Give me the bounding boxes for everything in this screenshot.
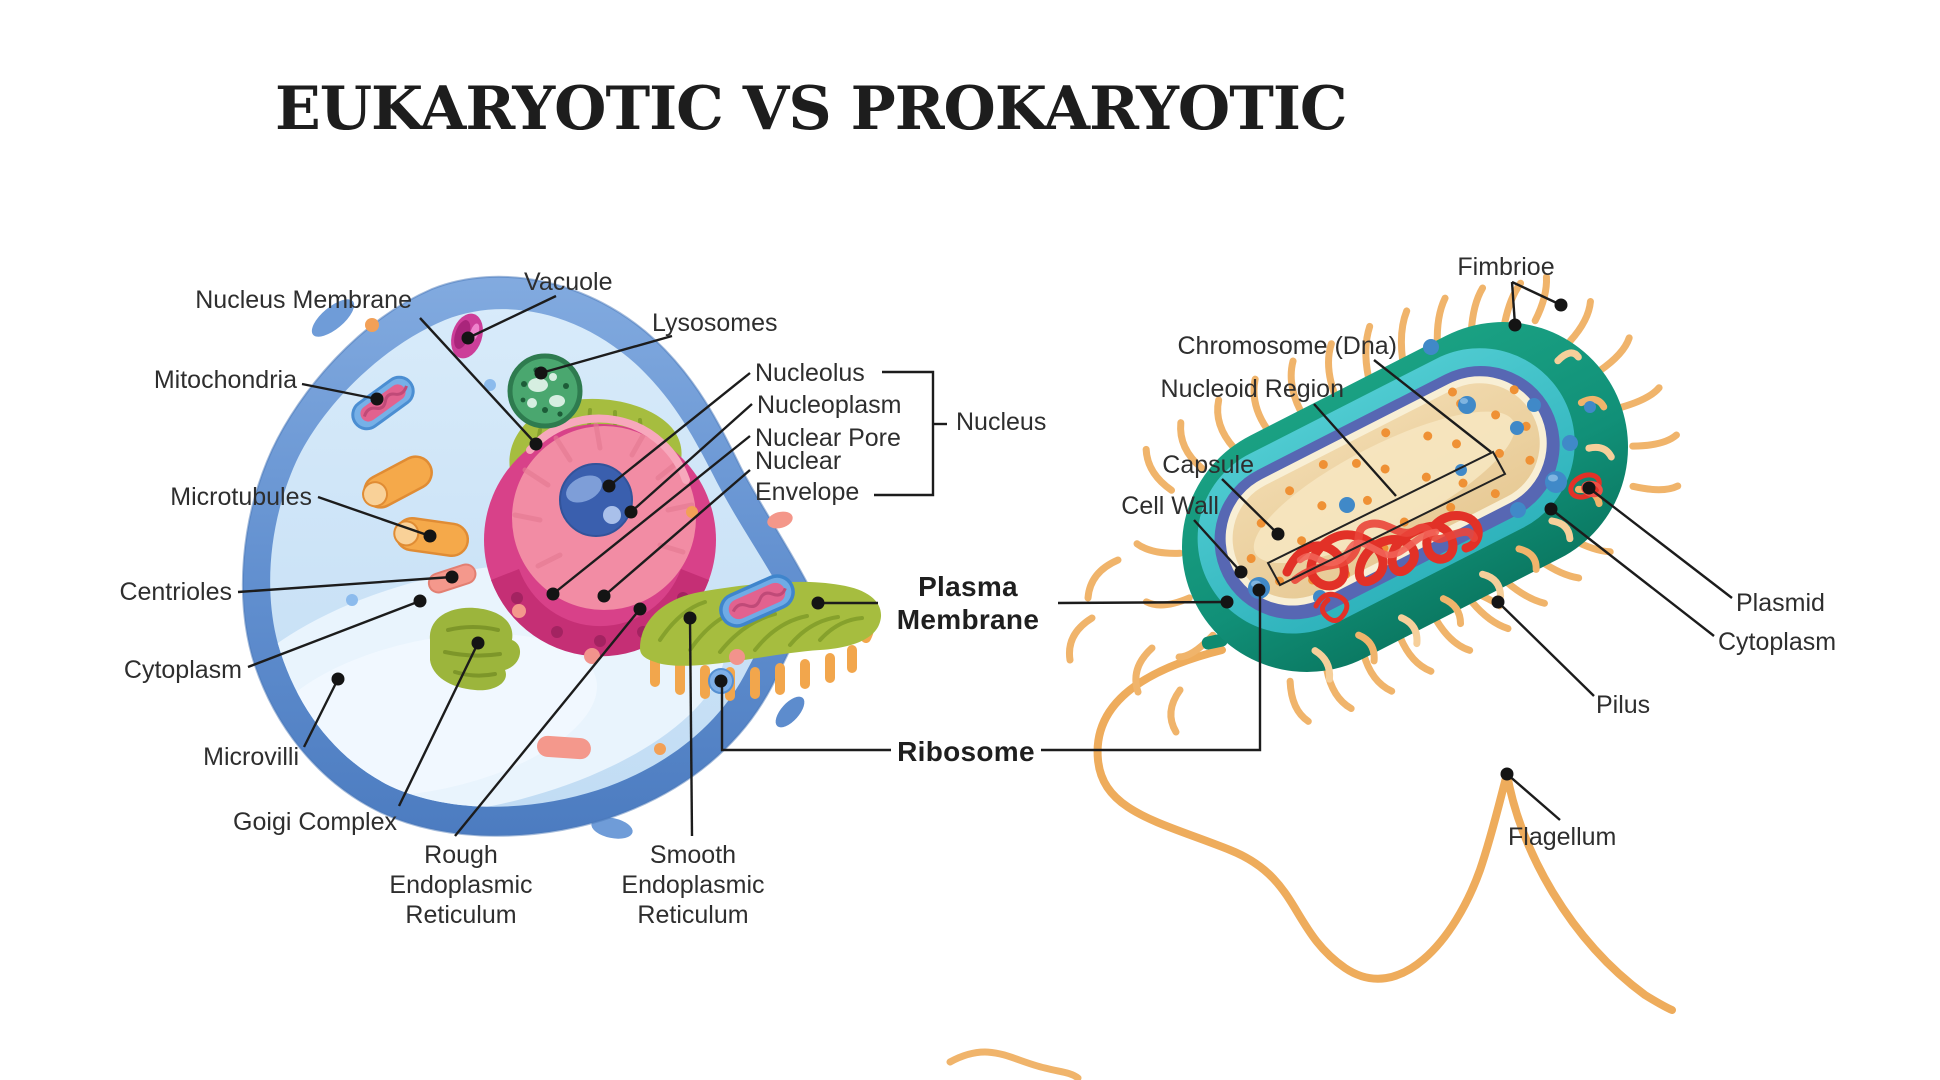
mitochondrion-2	[719, 574, 795, 628]
label-smooth-er: Smooth Endoplasmic Reticulum	[621, 841, 765, 929]
label-ribosome: Ribosome	[897, 736, 1035, 767]
label-mitochondria: Mitochondria	[153, 366, 297, 394]
flagellum-shape	[1093, 646, 1676, 1014]
label-nucleoplasm: Nucleoplasm	[757, 391, 902, 419]
leader-dots	[331, 298, 1596, 781]
label-nucleus-membrane: Nucleus Membrane	[195, 286, 412, 314]
label-microtubules: Microtubules	[170, 483, 312, 511]
prok-ribosome-dots	[1248, 339, 1596, 604]
fimbriae-left	[1065, 556, 1184, 736]
nucleoplasm-streaks	[512, 422, 695, 569]
label-nuclear-envelope: Nuclear Envelope	[755, 447, 860, 506]
label-lysosomes: Lysosomes	[652, 309, 778, 337]
label-nucleoid-region: Nucleoid Region	[1160, 375, 1344, 403]
label-cell-wall: Cell Wall	[1121, 492, 1219, 520]
fimbriae-on-capsule	[1311, 349, 1615, 683]
label-microvilli: Microvilli	[203, 743, 299, 771]
label-plasma-membrane: Plasma Membrane	[896, 571, 1040, 635]
label-centrioles: Centrioles	[119, 578, 232, 606]
small-dna-squiggle	[1313, 591, 1350, 623]
leader-lines	[237, 280, 1733, 837]
label-nuclear-pore: Nuclear Pore	[755, 424, 901, 452]
label-vacuole: Vacuole	[524, 268, 613, 296]
label-chromosome-dna: Chromosome (Dna)	[1177, 332, 1397, 360]
lysosome-shape	[507, 353, 583, 429]
page-title: EUKARYOTIC VS PROKARYOTIC	[275, 74, 1348, 144]
label-rough-er: Rough Endoplasmic Reticulum	[389, 841, 533, 929]
label-plasmid: Plasmid	[1736, 589, 1825, 617]
label-capsule: Capsule	[1162, 451, 1254, 479]
microtubule-1	[362, 455, 433, 509]
euk-cytoplasm-dots	[346, 318, 793, 760]
label-nucleolus: Nucleolus	[755, 359, 865, 387]
label-cytoplasm-euk: Cytoplasm	[123, 656, 242, 684]
label-golgi-complex: Goigi Complex	[233, 808, 397, 836]
nucleoid-region-outline	[1266, 450, 1507, 587]
mitochondrion-1	[351, 375, 415, 431]
label-flagellum: Flagellum	[1508, 823, 1617, 851]
label-nucleus: Nucleus	[956, 408, 1047, 436]
label-cytoplasm-prok: Cytoplasm	[1718, 628, 1837, 656]
label-fimbriae: Fimbrioe	[1457, 253, 1555, 281]
label-pilus: Pilus	[1596, 691, 1651, 719]
eukaryotic-cell	[241, 275, 882, 839]
nucleus-bracket	[874, 370, 935, 497]
